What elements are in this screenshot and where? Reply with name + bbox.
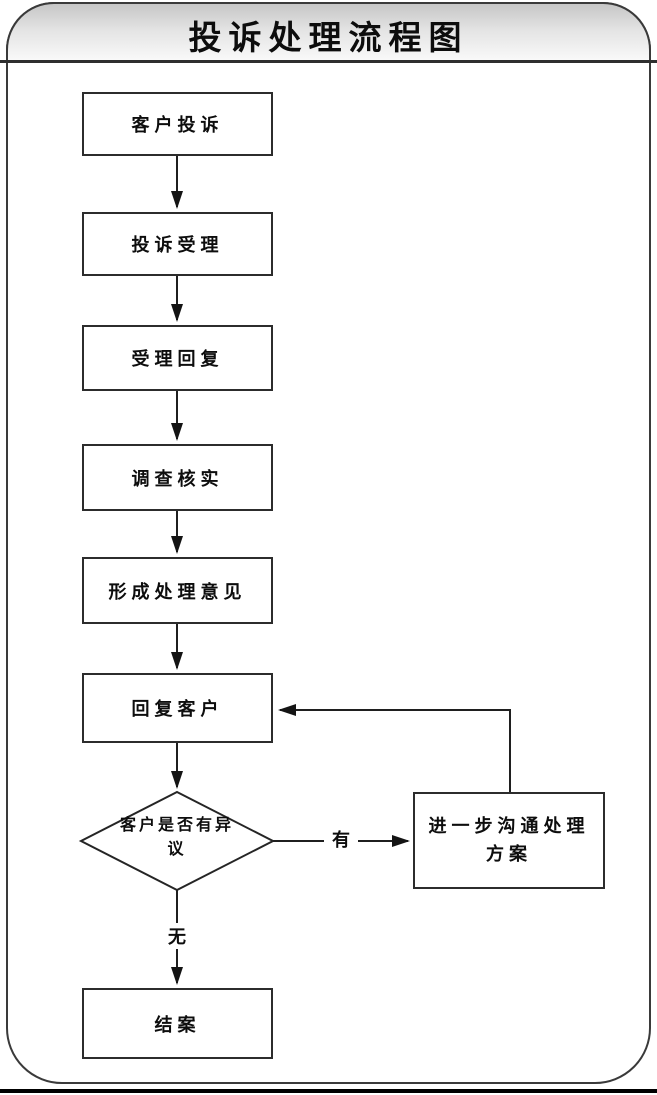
edge-label-no: 无 (160, 923, 194, 949)
flow-node-further-communication: 进一步沟通处理方案 (413, 792, 605, 889)
edge-further-to-replycustomer (278, 704, 511, 792)
banner-separator-line (0, 60, 657, 63)
title-banner: 投诉处理流程图 (6, 2, 651, 63)
diagram-outer-frame (6, 2, 651, 1084)
page-title: 投诉处理流程图 (188, 17, 469, 57)
edge-label-yes: 有 (324, 826, 358, 852)
flow-node-customer-complaint: 客户投诉 (82, 92, 273, 156)
flow-node-close-case: 结案 (82, 988, 273, 1059)
flow-node-complaint-acceptance: 投诉受理 (82, 212, 273, 276)
flow-node-reply-customer: 回复客户 (82, 673, 273, 743)
flow-node-form-opinion: 形成处理意见 (82, 557, 273, 624)
flow-node-investigation: 调查核实 (82, 444, 273, 511)
decision-node-label: 客户是否有异议 (119, 815, 234, 858)
flow-node-acceptance-reply: 受理回复 (82, 325, 273, 391)
bottom-edge-line (0, 1089, 657, 1093)
